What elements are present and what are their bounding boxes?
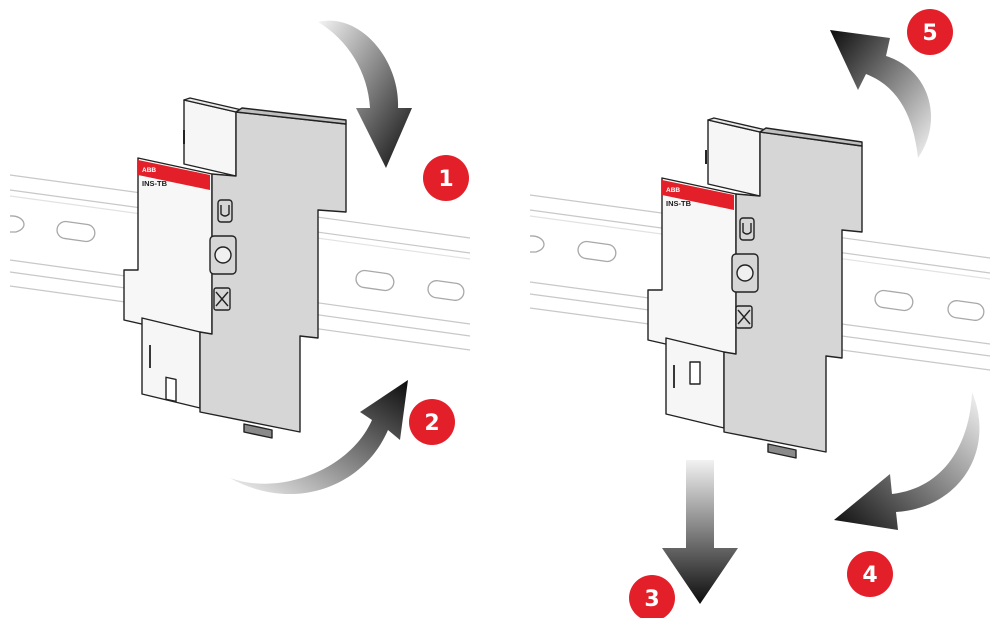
step-number-2: 2 — [424, 411, 439, 436]
step-badge-4: 4 — [847, 551, 893, 597]
arrow-step-4 — [834, 392, 979, 530]
device-right — [648, 118, 862, 458]
device-left — [124, 98, 346, 438]
device-brand-right: ABB — [666, 187, 680, 194]
device-brand-left: ABB — [142, 167, 156, 174]
step-badge-3: 3 — [629, 575, 675, 618]
device-model-left: INS-TB — [142, 179, 168, 188]
step-number-1: 1 — [438, 167, 453, 192]
step-badge-2: 2 — [409, 399, 455, 445]
step-number-4: 4 — [862, 563, 877, 588]
step-badge-5: 5 — [907, 9, 953, 55]
arrow-step-3 — [662, 460, 738, 604]
step-number-3: 3 — [644, 587, 659, 612]
device-model-right: INS-TB — [666, 199, 692, 208]
step-number-5: 5 — [922, 21, 937, 46]
mount-panel: ABB INS-TB 1 2 — [10, 21, 470, 494]
dismount-panel: ABB INS-TB 3 4 5 — [530, 9, 990, 618]
step-badge-1: 1 — [423, 155, 469, 201]
